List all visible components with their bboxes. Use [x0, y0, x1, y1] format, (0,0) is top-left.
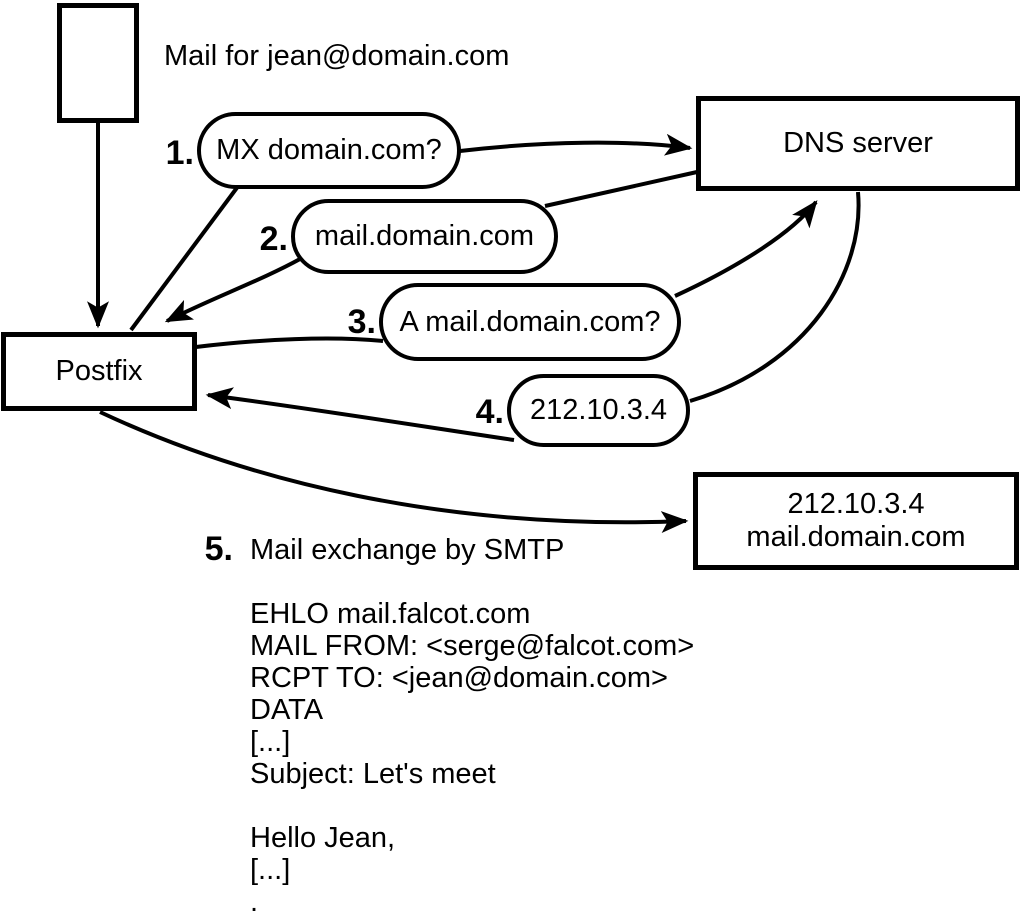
connector-dns-to-answer2	[544, 170, 698, 208]
mailserver-hostname: mail.domain.com	[746, 521, 966, 553]
smtp-line-terminator: .	[250, 886, 259, 918]
smtp-exchange-label: Mail exchange by SMTP	[250, 534, 565, 566]
answer-mx-pill: mail.domain.com	[291, 199, 558, 274]
step-3-number: 3.	[347, 303, 376, 341]
postfix-label: Postfix	[55, 355, 143, 387]
step-5-number: 5.	[204, 530, 233, 568]
smtp-line: Subject: Let's meet	[250, 758, 496, 790]
answer-mx-label: mail.domain.com	[314, 220, 535, 252]
step-4-number: 4.	[475, 393, 504, 431]
smtp-line: [...]	[250, 854, 291, 886]
dns-server-label: DNS server	[783, 127, 933, 159]
smtp-line: RCPT TO: <jean@domain.com>	[250, 662, 668, 694]
query-mx-pill: MX domain.com?	[197, 112, 461, 189]
connector-postfix-to-query1	[129, 183, 241, 332]
connector-postfix-to-query3	[195, 336, 384, 349]
smtp-line: EHLO mail.falcot.com	[250, 598, 531, 630]
arrow-answer2-to-postfix	[164, 257, 301, 323]
step-2-number: 2.	[259, 220, 288, 258]
smtp-line: MAIL FROM: <serge@falcot.com>	[250, 630, 695, 662]
smtp-line: DATA	[250, 694, 324, 726]
answer-a-label: 212.10.3.4	[529, 394, 668, 426]
smtp-line: Hello Jean,	[250, 822, 396, 854]
step-1-number: 1.	[165, 134, 194, 172]
postfix-node: Postfix	[1, 332, 197, 411]
mailserver-node: 212.10.3.4 mail.domain.com	[693, 472, 1019, 570]
smtp-session-block: EHLO mail.falcot.com MAIL FROM: <serge@f…	[250, 598, 694, 918]
answer-a-pill: 212.10.3.4	[507, 374, 690, 447]
query-a-pill: A mail.domain.com?	[379, 283, 681, 361]
smtp-line: [...]	[250, 726, 291, 758]
query-mx-label: MX domain.com?	[216, 134, 442, 166]
query-a-label: A mail.domain.com?	[399, 305, 661, 338]
mail-envelope-shape	[57, 3, 139, 123]
connector-dns-to-answer4	[689, 191, 861, 403]
smtp-line-blank	[250, 790, 694, 822]
arrow-query1-to-dns	[459, 133, 693, 156]
mailserver-ip: 212.10.3.4	[787, 488, 925, 520]
arrow-postfix-to-mailserver	[99, 410, 689, 534]
mail-for-label: Mail for jean@domain.com	[164, 40, 510, 72]
arrow-query3-to-dns	[674, 200, 818, 298]
arrow-answer4-to-postfix	[205, 387, 515, 442]
dns-server-node: DNS server	[696, 96, 1020, 191]
